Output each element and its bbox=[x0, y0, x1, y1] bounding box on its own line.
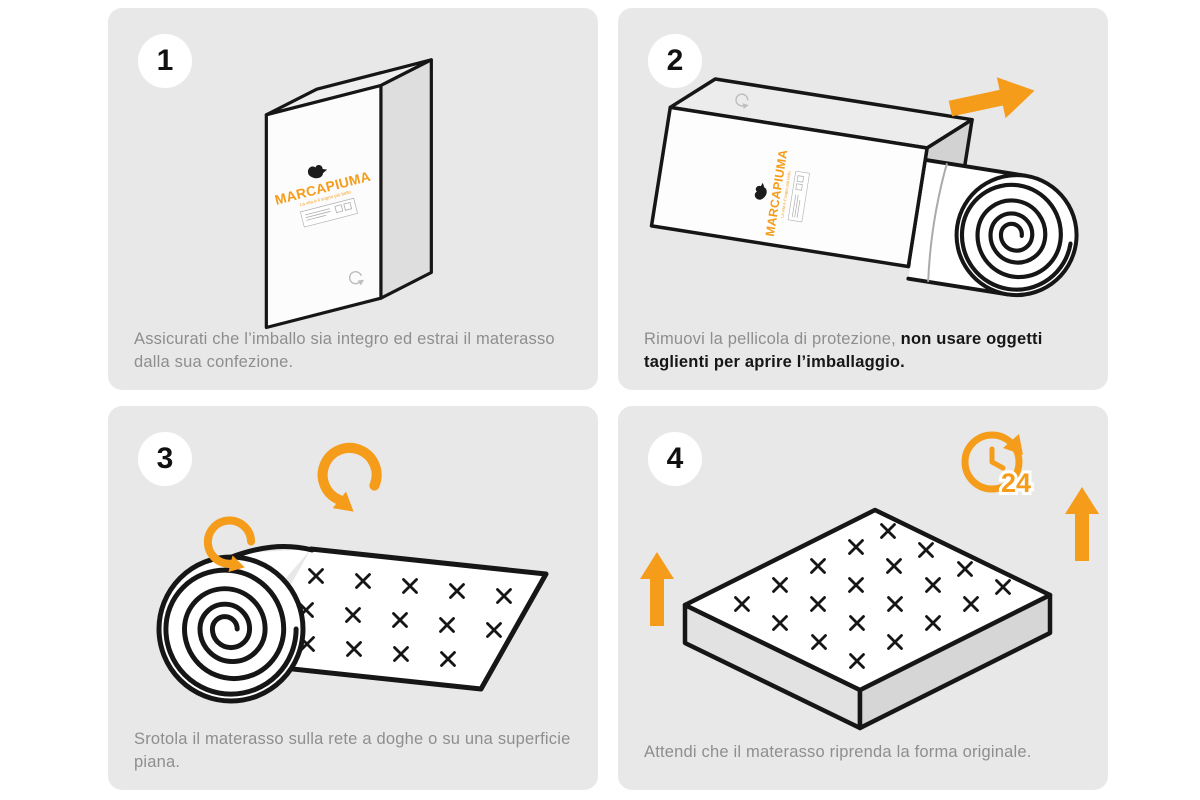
clock-24h-icon: 24 bbox=[961, 431, 1034, 501]
mattress-roll bbox=[156, 544, 315, 704]
rolled-mattress bbox=[906, 158, 1085, 304]
step-number-badge: 1 bbox=[138, 34, 192, 88]
step-panel-2: 2 Rimuovi la bbox=[618, 8, 1108, 390]
mattress bbox=[682, 507, 1053, 731]
step4-illustration-expanded-mattress: 24 bbox=[640, 431, 1099, 731]
step-number-badge: 3 bbox=[138, 432, 192, 486]
step-panel-3: 3 Srotola il materasso sulla rete a dogh… bbox=[108, 406, 598, 790]
step-number-badge: 4 bbox=[648, 432, 702, 486]
step2-illustration-roll-out-of-box bbox=[649, 70, 1095, 333]
step-caption: Rimuovi la pellicola di protezione, non … bbox=[644, 330, 1043, 372]
expand-up-arrow bbox=[640, 552, 674, 626]
step-panel-1: 1 Assicurati che l’imballo sia integro e… bbox=[108, 8, 598, 390]
step-caption: Attendi che il materasso riprenda la for… bbox=[644, 743, 1032, 762]
unrolled-sheet bbox=[228, 546, 549, 692]
unroll-rotation-arrow bbox=[318, 444, 382, 516]
step1-illustration-sealed-box bbox=[264, 58, 433, 330]
step-caption: Srotola il materasso sulla rete a doghe … bbox=[134, 730, 571, 772]
step-number-badge: 2 bbox=[648, 34, 702, 88]
step3-illustration-unrolling-mattress bbox=[156, 424, 549, 704]
expand-up-arrow bbox=[1065, 487, 1099, 561]
badge-24h: 24 bbox=[1001, 468, 1031, 498]
step-panel-4: 4 24 Attendi che il materasso ri bbox=[618, 406, 1108, 790]
step-caption: Assicurati che l’imballo sia integro ed … bbox=[134, 330, 555, 372]
